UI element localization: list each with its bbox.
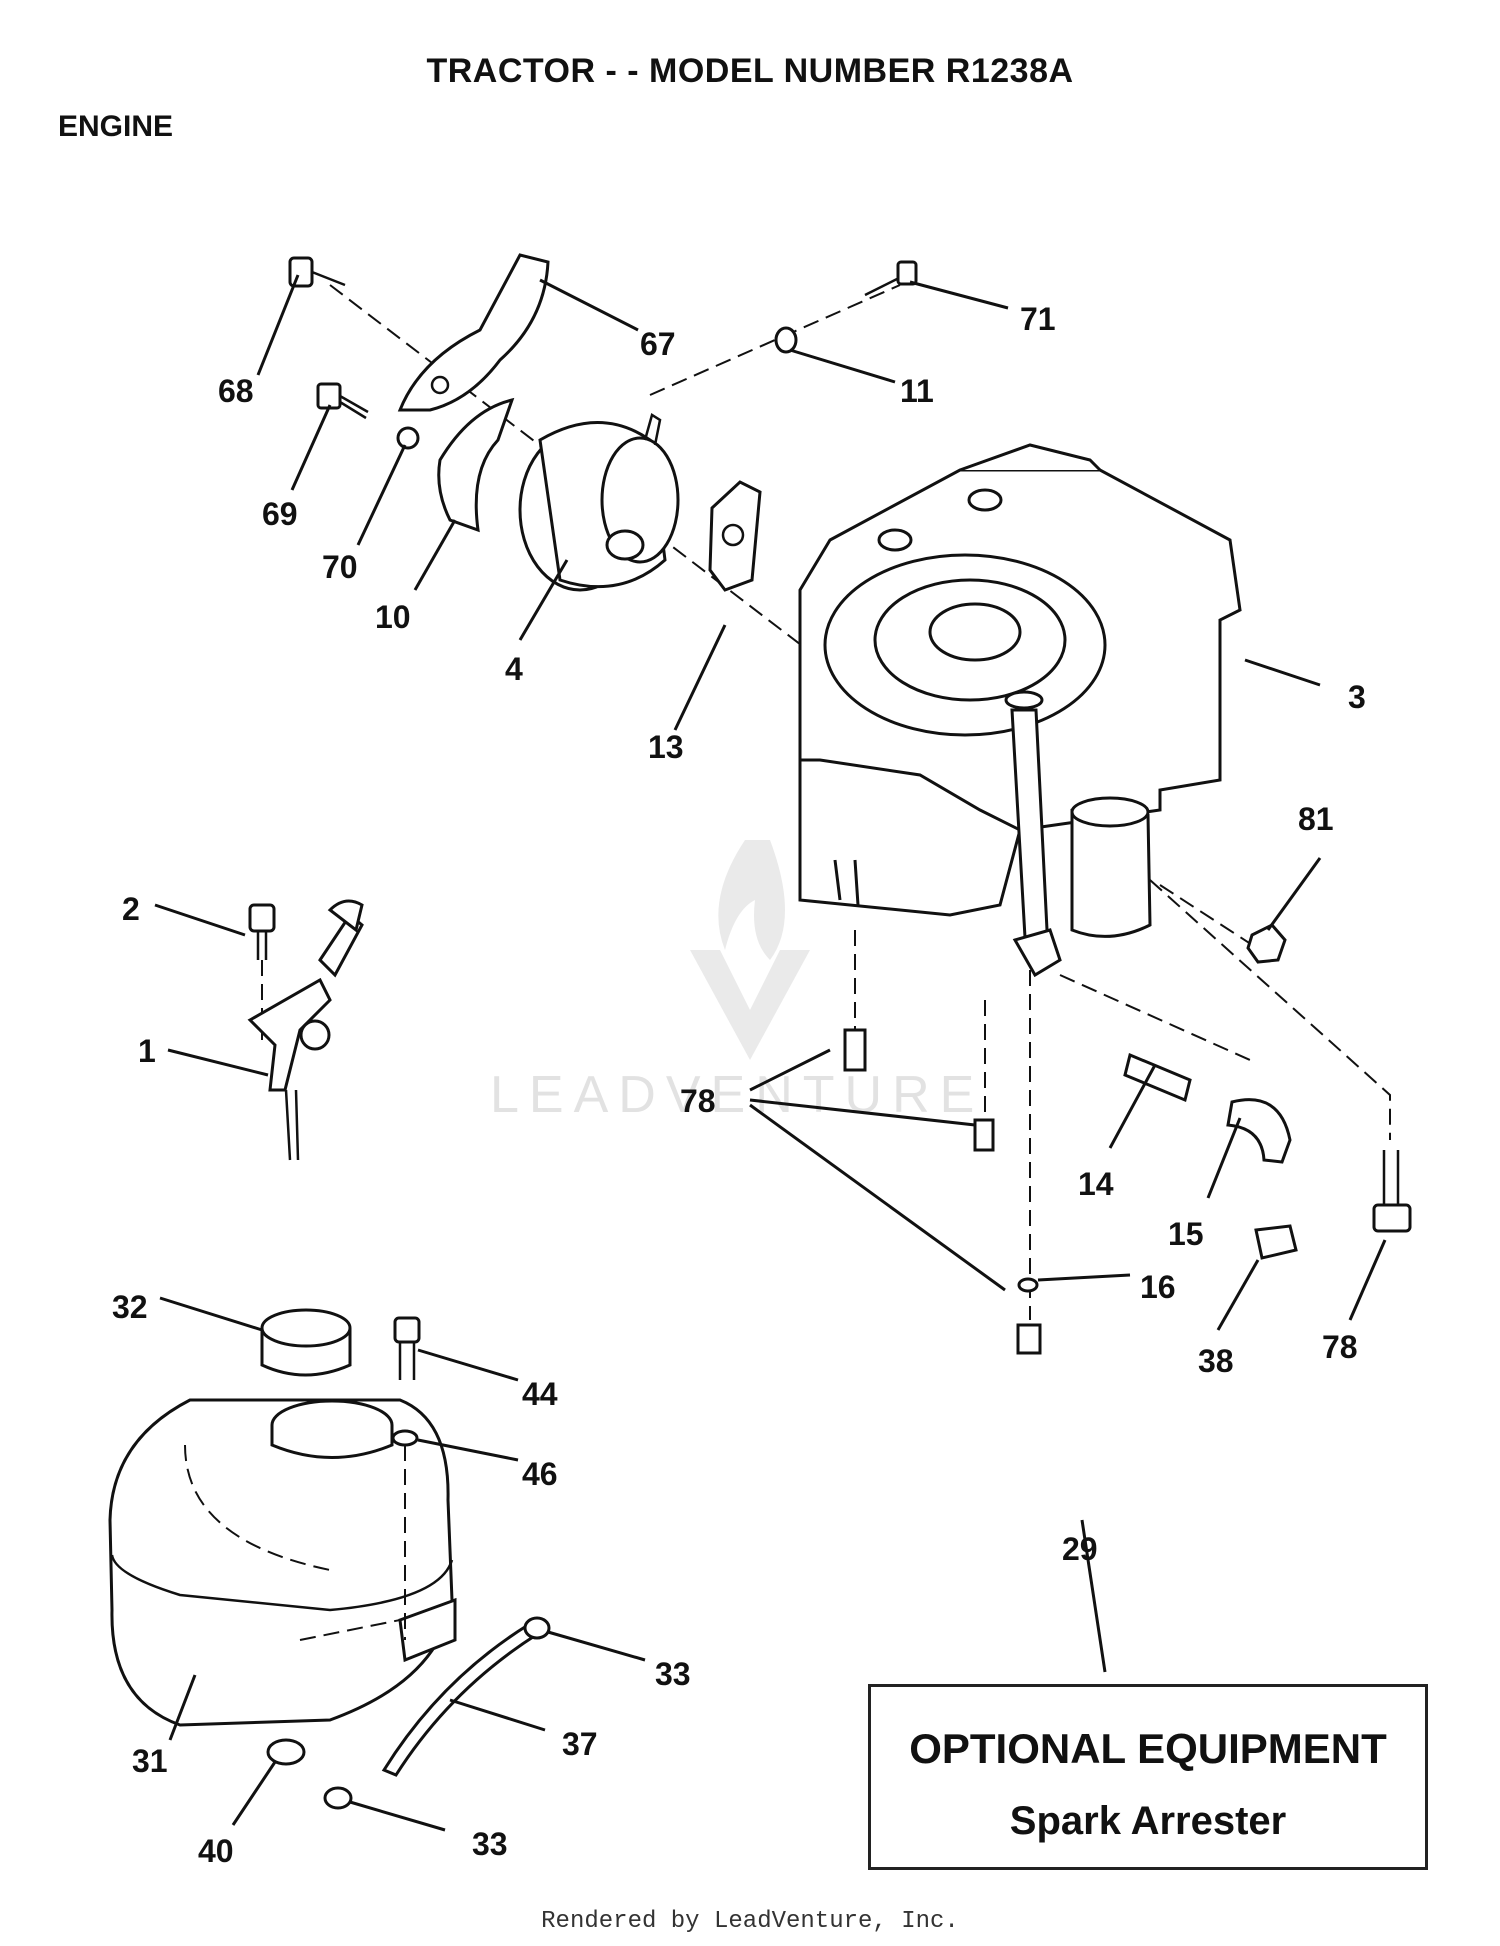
bracket-67-part — [397, 253, 550, 412]
bolt-69-part — [316, 382, 420, 450]
section-heading: ENGINE — [58, 110, 174, 143]
washer-11-part — [774, 326, 798, 354]
screw-44-part — [391, 1316, 421, 1640]
clamp-33-lower-part — [323, 1786, 353, 1810]
callout-31: 31 — [132, 1743, 168, 1779]
optional-equipment-box: OPTIONAL EQUIPMENT Spark Arrester — [868, 1684, 1428, 1870]
watermark-text: LEADVENTURE — [490, 1066, 984, 1124]
leader-lines — [154, 274, 1387, 1832]
callout-78-right: 78 — [1322, 1329, 1358, 1365]
callout-33-lower: 33 — [472, 1826, 508, 1862]
callout-67: 67 — [640, 326, 676, 362]
callout-44: 44 — [522, 1376, 558, 1412]
clamp-33-upper-part — [523, 1616, 551, 1640]
callout-labels: 67 68 71 11 69 70 10 4 13 3 81 2 1 78 14… — [112, 301, 1366, 1869]
callout-33-upper: 33 — [655, 1656, 691, 1692]
bolt-71-part — [864, 260, 918, 297]
callout-70: 70 — [322, 549, 358, 585]
nut-81-part — [1246, 923, 1287, 964]
dash-line-78-right — [1149, 879, 1391, 1140]
callout-13: 13 — [648, 729, 684, 765]
callout-29: 29 — [1062, 1531, 1098, 1567]
callout-32: 32 — [112, 1289, 148, 1325]
callout-2: 2 — [122, 891, 140, 927]
callout-37: 37 — [562, 1726, 598, 1762]
page-title: TRACTOR - - MODEL NUMBER R1238A — [426, 52, 1074, 90]
plug-38-part — [1254, 1224, 1298, 1260]
bolt-78-center-part — [973, 1118, 995, 1152]
callout-40: 40 — [198, 1833, 234, 1869]
muffler-4-part — [518, 413, 680, 592]
washer-16-part — [1017, 1277, 1039, 1293]
bolt-78-left-part — [843, 1028, 867, 1072]
fuel-cap-32-part — [260, 1308, 352, 1377]
callout-46: 46 — [522, 1456, 558, 1492]
callout-68: 68 — [218, 373, 254, 409]
callout-69: 69 — [262, 496, 298, 532]
callout-71: 71 — [1020, 301, 1056, 337]
pipe-14-part — [1123, 1052, 1192, 1103]
callout-10: 10 — [375, 599, 411, 635]
dash-line-81 — [1159, 884, 1261, 951]
callout-78-engine: 78 — [680, 1083, 716, 1119]
callout-11: 11 — [900, 373, 934, 409]
rendered-by-footer: Rendered by LeadVenture, Inc. — [541, 1908, 959, 1935]
fuel-tank-31-part — [108, 1398, 457, 1727]
elbow-15-part — [1226, 1098, 1292, 1164]
callout-81: 81 — [1298, 801, 1334, 837]
bolt-68-part — [288, 256, 346, 288]
muffler-assembly — [288, 253, 918, 691]
throttle-control-1-part — [247, 899, 364, 1161]
bolt-78-right-part — [1372, 1150, 1412, 1233]
callout-38: 38 — [1198, 1343, 1234, 1379]
optional-equipment-item: Spark Arrester — [1009, 1799, 1287, 1843]
optional-equipment-heading: OPTIONAL EQUIPMENT — [909, 1725, 1387, 1772]
bolt-78-lower-part — [1016, 1323, 1042, 1355]
callout-14: 14 — [1078, 1166, 1114, 1202]
heat-shield-10-part — [437, 397, 515, 533]
dash-line-14 — [1059, 974, 1251, 1061]
callout-15: 15 — [1168, 1216, 1204, 1252]
callout-16: 16 — [1140, 1269, 1176, 1305]
engine-3-part — [798, 443, 1242, 978]
callout-1: 1 — [138, 1033, 156, 1069]
callout-4: 4 — [505, 651, 523, 687]
grommet-40-part — [266, 1738, 306, 1766]
leadventure-watermark: LEADVENTURE — [490, 840, 984, 1124]
gasket-13-part — [708, 480, 762, 592]
callout-3: 3 — [1348, 679, 1366, 715]
